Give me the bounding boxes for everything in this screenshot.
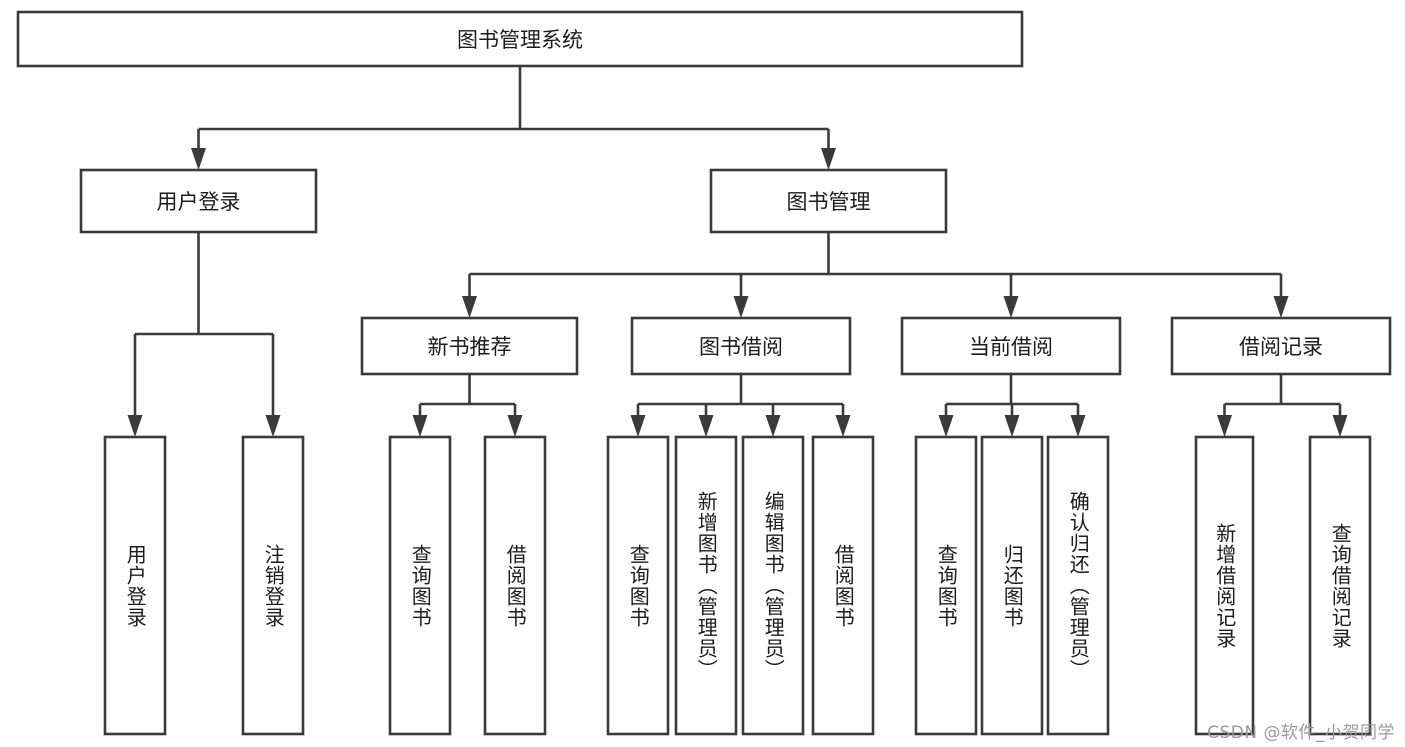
node-label: 图书借阅	[699, 335, 783, 359]
node-leaf-user-login[interactable]: 用户登录	[103, 435, 167, 736]
node-leaf-edit-book[interactable]: 编辑图书（管理员）	[741, 435, 805, 736]
node-label: 借阅图书	[503, 543, 528, 628]
node-label: 编辑图书（管理员）	[761, 491, 786, 680]
arrow-head-icon	[630, 415, 646, 437]
arrow-head-icon	[698, 415, 714, 437]
node-label: 确认归还（管理员）	[1066, 491, 1091, 680]
node-label: 用户登录	[157, 190, 241, 214]
node-label: 图书管理系统	[457, 28, 583, 52]
node-leaf-confirm-return[interactable]: 确认归还（管理员）	[1046, 435, 1110, 736]
node-label: 查询图书	[626, 543, 651, 628]
node-label: 用户登录	[123, 543, 148, 628]
node-current-borrow[interactable]: 当前借阅	[900, 316, 1122, 376]
node-label: 借阅记录	[1239, 335, 1323, 359]
node-label-wrapper: 查询图书	[626, 543, 651, 628]
node-label: 当前借阅	[969, 335, 1053, 359]
node-root[interactable]: 图书管理系统	[16, 10, 1024, 68]
node-box	[1046, 435, 1110, 736]
node-box	[709, 168, 948, 234]
node-leaf-logout[interactable]: 注销登录	[241, 435, 305, 736]
node-label: 查询借阅记录	[1328, 522, 1353, 649]
node-box	[900, 316, 1122, 376]
node-label-wrapper: 借阅图书	[503, 543, 528, 628]
node-leaf-query-record[interactable]: 查询借阅记录	[1308, 435, 1372, 736]
node-label-wrapper: 查询图书	[408, 543, 433, 628]
arrow-head-icon	[1070, 415, 1086, 437]
node-leaf-borrow-book-2[interactable]: 借阅图书	[811, 435, 875, 736]
node-label-wrapper: 新增借阅记录	[1212, 522, 1237, 649]
node-label-wrapper: 查询图书	[934, 543, 959, 628]
arrow-head-icon	[1273, 296, 1289, 318]
arrow-head-icon	[462, 296, 477, 318]
node-box	[16, 10, 1024, 68]
node-box	[914, 435, 978, 736]
arrow-head-icon	[1003, 296, 1019, 318]
node-user-login[interactable]: 用户登录	[79, 168, 318, 234]
node-label-wrapper: 编辑图书（管理员）	[761, 491, 786, 680]
arrow-head-icon	[821, 148, 836, 170]
node-new-book-rec[interactable]: 新书推荐	[360, 316, 579, 376]
arrow-head-icon	[412, 415, 428, 437]
node-book-manage[interactable]: 图书管理	[709, 168, 948, 234]
node-box	[483, 435, 547, 736]
node-layer: 图书管理系统用户登录图书管理新书推荐图书借阅当前借阅借阅记录用户登录注销登录查询…	[16, 10, 1392, 736]
arrow-head-icon	[1217, 415, 1232, 437]
arrow-head-icon	[191, 148, 206, 170]
node-box	[79, 168, 318, 234]
node-label: 归还图书	[1000, 543, 1025, 628]
node-label-wrapper: 确认归还（管理员）	[1066, 491, 1091, 680]
node-label-wrapper: 新增图书（管理员）	[694, 491, 719, 680]
arrow-head-icon	[835, 415, 851, 437]
node-label: 注销登录	[261, 543, 286, 628]
node-label-wrapper: 用户登录	[123, 543, 148, 628]
node-box	[980, 435, 1044, 736]
node-box	[241, 435, 305, 736]
node-leaf-query-book-1[interactable]: 查询图书	[388, 435, 452, 736]
arrow-head-icon	[1004, 415, 1020, 437]
node-label: 查询图书	[934, 543, 959, 628]
node-leaf-add-record[interactable]: 新增借阅记录	[1194, 435, 1255, 736]
arrow-head-icon	[765, 415, 781, 437]
arrow-head-icon	[1332, 415, 1348, 437]
node-label: 图书管理	[787, 190, 871, 214]
arrow-head-icon	[265, 415, 281, 437]
node-box	[1194, 435, 1255, 736]
node-box	[1170, 316, 1392, 376]
arrow-head-icon	[507, 415, 523, 437]
node-borrow-record[interactable]: 借阅记录	[1170, 316, 1392, 376]
node-box	[360, 316, 579, 376]
node-box	[630, 316, 852, 376]
edge-layer	[127, 66, 1348, 437]
node-label-wrapper: 借阅图书	[831, 543, 856, 628]
arrow-head-icon	[733, 296, 749, 318]
node-leaf-borrow-book-1[interactable]: 借阅图书	[483, 435, 547, 736]
node-box	[811, 435, 875, 736]
node-box	[606, 435, 670, 736]
node-leaf-query-book-2[interactable]: 查询图书	[606, 435, 670, 736]
node-box	[741, 435, 805, 736]
arrow-head-icon	[938, 415, 954, 437]
arrow-head-icon	[127, 415, 143, 437]
node-book-borrow[interactable]: 图书借阅	[630, 316, 852, 376]
node-leaf-add-book[interactable]: 新增图书（管理员）	[674, 435, 738, 736]
node-label: 借阅图书	[831, 543, 856, 628]
watermark-label: CSDN @软件_小贺同学	[1207, 723, 1395, 743]
node-label: 新增图书（管理员）	[694, 491, 719, 680]
node-box	[674, 435, 738, 736]
node-box	[1308, 435, 1372, 736]
node-box	[388, 435, 452, 736]
node-label: 查询图书	[408, 543, 433, 628]
node-leaf-return-book[interactable]: 归还图书	[980, 435, 1044, 736]
node-leaf-query-book-3[interactable]: 查询图书	[914, 435, 978, 736]
node-label-wrapper: 查询借阅记录	[1328, 522, 1353, 649]
node-label: 新增借阅记录	[1212, 522, 1237, 649]
node-label: 新书推荐	[428, 335, 512, 359]
node-box	[103, 435, 167, 736]
node-label-wrapper: 注销登录	[261, 543, 286, 628]
node-label-wrapper: 归还图书	[1000, 543, 1025, 628]
